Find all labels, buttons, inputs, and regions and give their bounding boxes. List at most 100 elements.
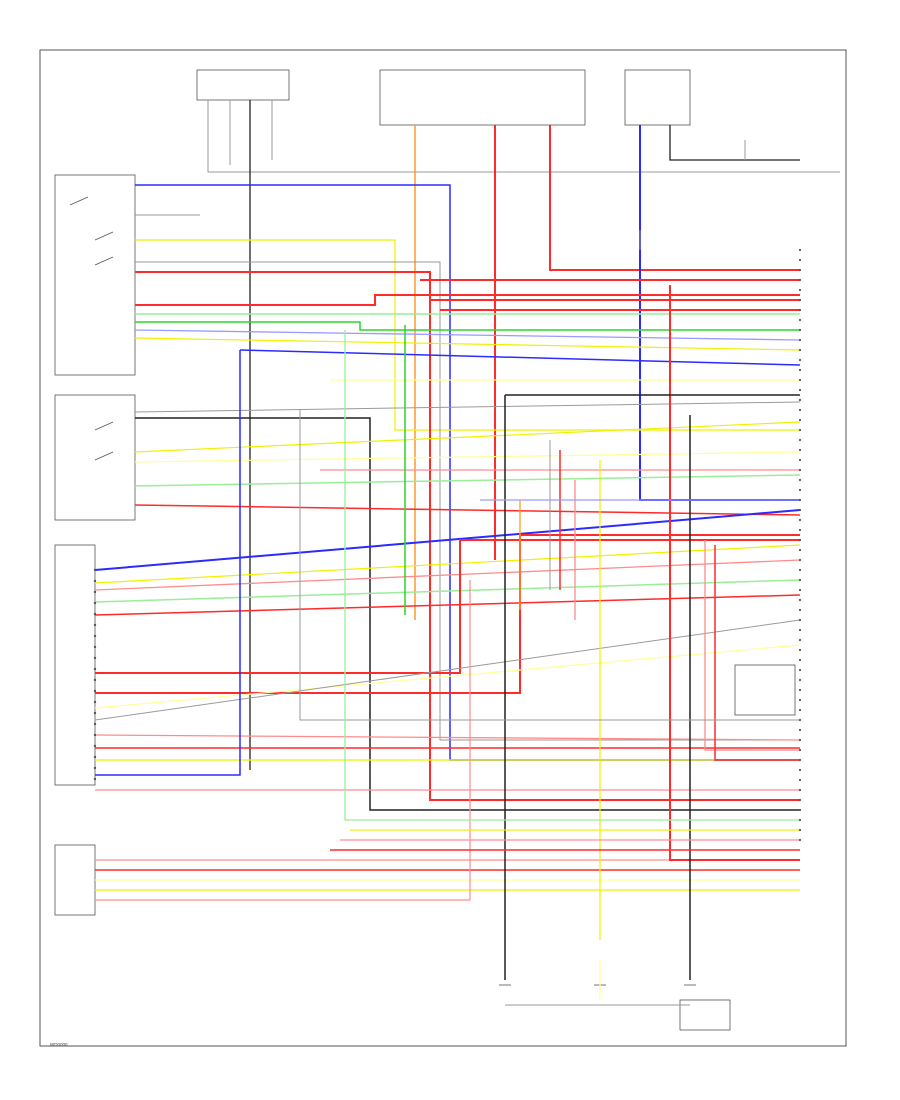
pin-right-31 (798, 558, 802, 562)
pin-right-59 (798, 838, 802, 842)
switch-icon-3 (94, 421, 114, 431)
top-left-connector (196, 69, 290, 101)
pin-right-45 (798, 698, 802, 702)
wire-38 (94, 734, 801, 741)
pin-right-48 (798, 728, 802, 732)
wire-23 (135, 417, 800, 811)
pin-left-0 (93, 568, 97, 572)
pin-left-3 (93, 601, 97, 605)
pin-right-8 (798, 328, 802, 332)
wire-41 (95, 350, 241, 776)
upper-switch-module (54, 174, 136, 376)
wire-25 (134, 451, 801, 463)
pin-left-19 (93, 777, 97, 781)
wire-36 (94, 644, 801, 709)
pin-right-58 (798, 828, 802, 832)
diagram-frame (39, 49, 847, 1047)
fuse-block (379, 69, 586, 126)
pin-right-32 (798, 568, 802, 572)
wire-47 (95, 580, 471, 901)
pin-right-3 (798, 278, 802, 282)
pin-right-19 (798, 438, 802, 442)
pin-left-11 (93, 689, 97, 693)
pin-left-2 (93, 590, 97, 594)
pin-right-7 (798, 318, 802, 322)
wire-26 (134, 474, 801, 487)
pin-right-6 (798, 308, 802, 312)
wire-37 (94, 619, 801, 721)
pin-right-43 (798, 678, 802, 682)
bottom-right-module (679, 999, 731, 1031)
wire-27 (134, 504, 801, 516)
switch-icon-0 (69, 196, 89, 206)
wire-61 (344, 330, 800, 821)
wire-30 (94, 544, 801, 584)
wire-51 (714, 545, 800, 761)
pin-right-35 (798, 598, 802, 602)
wire-32 (94, 579, 801, 603)
pin-right-49 (798, 738, 802, 742)
pin-right-5 (798, 298, 802, 302)
pin-right-47 (798, 718, 802, 722)
switch-icon-2 (94, 256, 114, 266)
pin-right-16 (798, 408, 802, 412)
pin-right-28 (798, 528, 802, 532)
wire-59 (299, 410, 800, 721)
wire-33 (94, 594, 801, 616)
pin-left-14 (93, 722, 97, 726)
pin-right-50 (798, 748, 802, 752)
wire-31 (94, 559, 801, 591)
wire-6 (549, 125, 800, 271)
pin-right-22 (798, 468, 802, 472)
wire-35 (95, 534, 800, 694)
wire-17 (135, 321, 800, 331)
wire-13 (135, 261, 800, 741)
wire-50 (704, 540, 800, 751)
wire-20 (239, 349, 801, 366)
pin-right-9 (798, 338, 802, 342)
pin-left-13 (93, 711, 97, 715)
pin-left-12 (93, 700, 97, 704)
lower-module (54, 844, 96, 916)
pin-right-44 (798, 688, 802, 692)
pin-right-51 (798, 758, 802, 762)
pin-right-23 (798, 478, 802, 482)
pin-right-26 (798, 508, 802, 512)
wire-19 (134, 337, 801, 351)
pins (93, 248, 802, 842)
pin-left-5 (93, 623, 97, 627)
pin-right-57 (798, 818, 802, 822)
pin-right-38 (798, 628, 802, 632)
wire-18 (134, 329, 801, 341)
pin-left-15 (93, 733, 97, 737)
pin-right-36 (798, 608, 802, 612)
pin-left-4 (93, 612, 97, 616)
pin-right-27 (798, 518, 802, 522)
pin-right-41 (798, 658, 802, 662)
pin-right-1 (798, 258, 802, 262)
pin-right-56 (798, 808, 802, 812)
pin-right-0 (798, 248, 802, 252)
pin-left-10 (93, 678, 97, 682)
wires (94, 100, 840, 1006)
pin-left-9 (93, 667, 97, 671)
control-module (54, 544, 96, 786)
wire-29 (94, 509, 801, 571)
pin-right-52 (798, 768, 802, 772)
pin-right-39 (798, 638, 802, 642)
wire-24 (134, 421, 801, 453)
wire-14 (135, 271, 800, 801)
pin-left-7 (93, 645, 97, 649)
pin-right-54 (798, 788, 802, 792)
components (54, 69, 796, 1031)
pin-left-1 (93, 579, 97, 583)
wire-15 (135, 294, 800, 306)
footer-code: WD0000 (50, 1042, 68, 1047)
pin-right-18 (798, 428, 802, 432)
pin-right-11 (798, 358, 802, 362)
relay-box (624, 69, 691, 126)
pin-right-14 (798, 388, 802, 392)
pin-right-13 (798, 378, 802, 382)
pin-right-55 (798, 798, 802, 802)
wire-7 (639, 125, 800, 501)
